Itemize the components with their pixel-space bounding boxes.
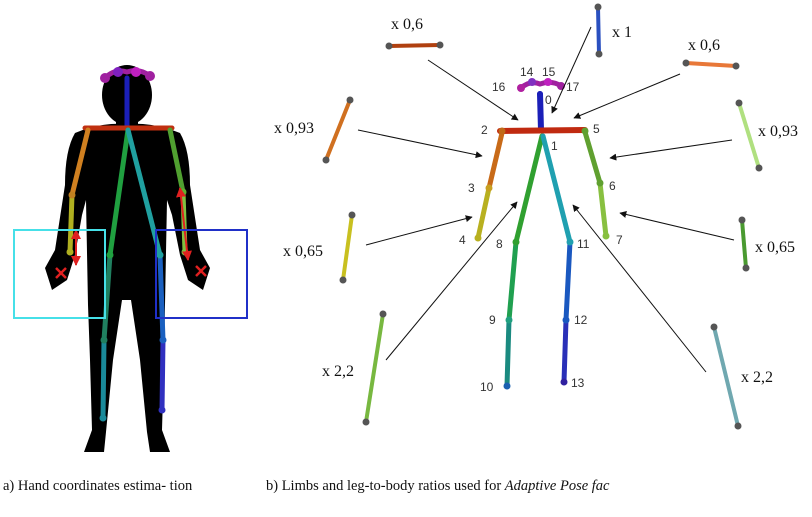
joint-label-15: 15 (542, 65, 556, 79)
upper-arm-right-limb (739, 103, 759, 168)
joint-label-14: 14 (520, 65, 534, 79)
joint-label-0: 0 (545, 93, 552, 107)
joint-label-13: 13 (571, 376, 585, 390)
head-right-limb (686, 63, 736, 66)
joint-label-17: 17 (566, 80, 580, 94)
ratio-head-left: x 0,6 (391, 16, 423, 33)
caption-b: b) Limbs and leg-to-body ratios used for… (266, 478, 812, 495)
caption-a: a) Hand coordinates estima- tion (3, 478, 265, 495)
joint-label-12: 12 (574, 313, 588, 327)
arrow-leg-left (386, 202, 517, 360)
arrow-leg-right (573, 205, 706, 372)
joint-label-7: 7 (616, 233, 623, 247)
ratio-leg-left: x 2,2 (322, 363, 354, 380)
caption-b-italic: Adaptive Pose fac (505, 478, 610, 494)
leg-left-limb (366, 314, 383, 422)
arrow-neck (552, 27, 591, 113)
joint-label-4: 4 (459, 233, 466, 247)
neck-limb (598, 7, 599, 54)
upper-arm-left-limb (326, 100, 350, 160)
ratio-forearm-right: x 0,65 (755, 239, 795, 256)
joint-label-3: 3 (468, 181, 475, 195)
panel-b-skeleton (475, 78, 610, 390)
joint-label-11: 11 (577, 237, 590, 251)
forearm-left-limb (343, 215, 352, 280)
joint-label-9: 9 (489, 313, 496, 327)
ratio-head-right: x 0,6 (688, 37, 720, 54)
arrow-upper-arm-left (358, 130, 482, 156)
joint-label-2: 2 (481, 123, 488, 137)
ratio-forearm-left: x 0,65 (283, 243, 323, 260)
joint-label-16: 16 (492, 80, 506, 94)
ratio-upper-arm-right: x 0,93 (758, 123, 798, 140)
arrow-head-right (574, 74, 680, 118)
joint-label-10: 10 (480, 380, 494, 394)
leg-right-limb (714, 327, 738, 426)
ratio-leg-right: x 2,2 (741, 369, 773, 386)
joint-label-6: 6 (609, 179, 616, 193)
caption-b-prefix: b) Limbs and leg-to-body ratios used for (266, 478, 505, 494)
arrow-upper-arm-right (610, 140, 732, 158)
head-left-limb (389, 45, 440, 46)
joint-label-1: 1 (551, 139, 558, 153)
joint-label-8: 8 (496, 237, 503, 251)
ratio-upper-arm-left: x 0,93 (274, 120, 314, 137)
forearm-right-limb (742, 220, 746, 268)
ratio-labels: x 0,6 x 1 x 0,6 x 0,93 x 0,93 x 0,65 x 0… (274, 16, 798, 386)
joint-label-5: 5 (593, 122, 600, 136)
arrow-forearm-left (366, 217, 472, 245)
arrow-forearm-right (620, 213, 734, 240)
ratio-neck: x 1 (612, 24, 632, 41)
